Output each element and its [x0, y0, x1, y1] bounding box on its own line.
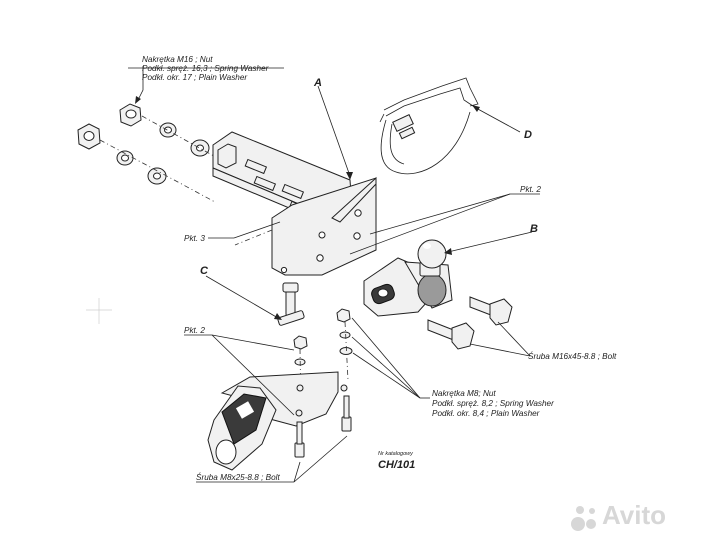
- main-bracket: [212, 131, 377, 276]
- label-nut-m8: Nakrętka M8; Nut: [432, 389, 496, 398]
- label-catalog-caption: Nr katalogowy: [378, 451, 414, 457]
- label-bolt-m16: Śruba M16x45-8.8 ; Bolt: [528, 350, 617, 361]
- nut-m16-top: [119, 103, 142, 127]
- label-part-c: C: [200, 265, 209, 277]
- label-pkt2-right: Pkt. 2: [520, 185, 541, 194]
- label-nut-m16: Nakrętka M16 ; Nut: [142, 55, 213, 64]
- avito-logo-icon: [571, 506, 596, 531]
- label-part-d: D: [524, 129, 532, 141]
- spring-washer-bottom: [116, 150, 134, 166]
- label-pkt2-left: Pkt. 2: [184, 326, 205, 335]
- label-part-a: A: [313, 77, 322, 89]
- label-part-b: B: [530, 223, 538, 235]
- bolt-m8-right: [341, 395, 352, 432]
- nut-m16-leader: [135, 66, 144, 104]
- m8-stack-right: [336, 308, 353, 381]
- label-spring-washer-16: Podkł. spręż. 16,3 ; Spring Washer: [142, 64, 269, 73]
- label-bolt-m8: Śruba M8x25-8.8 ; Bolt: [196, 471, 280, 482]
- label-plain-washer-8: Podkł. okr. 8,4 ; Plain Washer: [432, 409, 540, 418]
- locking-pin-assembly: [379, 77, 479, 175]
- avito-watermark: Avito: [602, 500, 667, 530]
- washer-axis-lines: [99, 115, 231, 203]
- nut-m16-bottom: [77, 123, 101, 150]
- pin-c: [277, 282, 305, 326]
- tow-ball-hitch: [363, 239, 453, 317]
- label-pkt3: Pkt. 3: [184, 234, 205, 243]
- label-spring-washer-8: Podkł. spręż. 8,2 ; Spring Washer: [432, 399, 554, 408]
- bolt-m16-lower: [427, 319, 475, 350]
- leader-lines: [128, 67, 540, 483]
- socket-plate: [207, 371, 348, 471]
- label-catalog-number: CH/101: [378, 459, 415, 471]
- bolt-m8-left: [294, 421, 305, 458]
- crosshair-mark-left: [86, 298, 112, 324]
- plain-washer-top: [190, 139, 210, 157]
- label-plain-washer-17: Podkł. okr. 17 ; Plain Washer: [142, 73, 247, 82]
- bolt-m16-upper: [469, 296, 513, 326]
- spring-washer-top: [159, 122, 177, 138]
